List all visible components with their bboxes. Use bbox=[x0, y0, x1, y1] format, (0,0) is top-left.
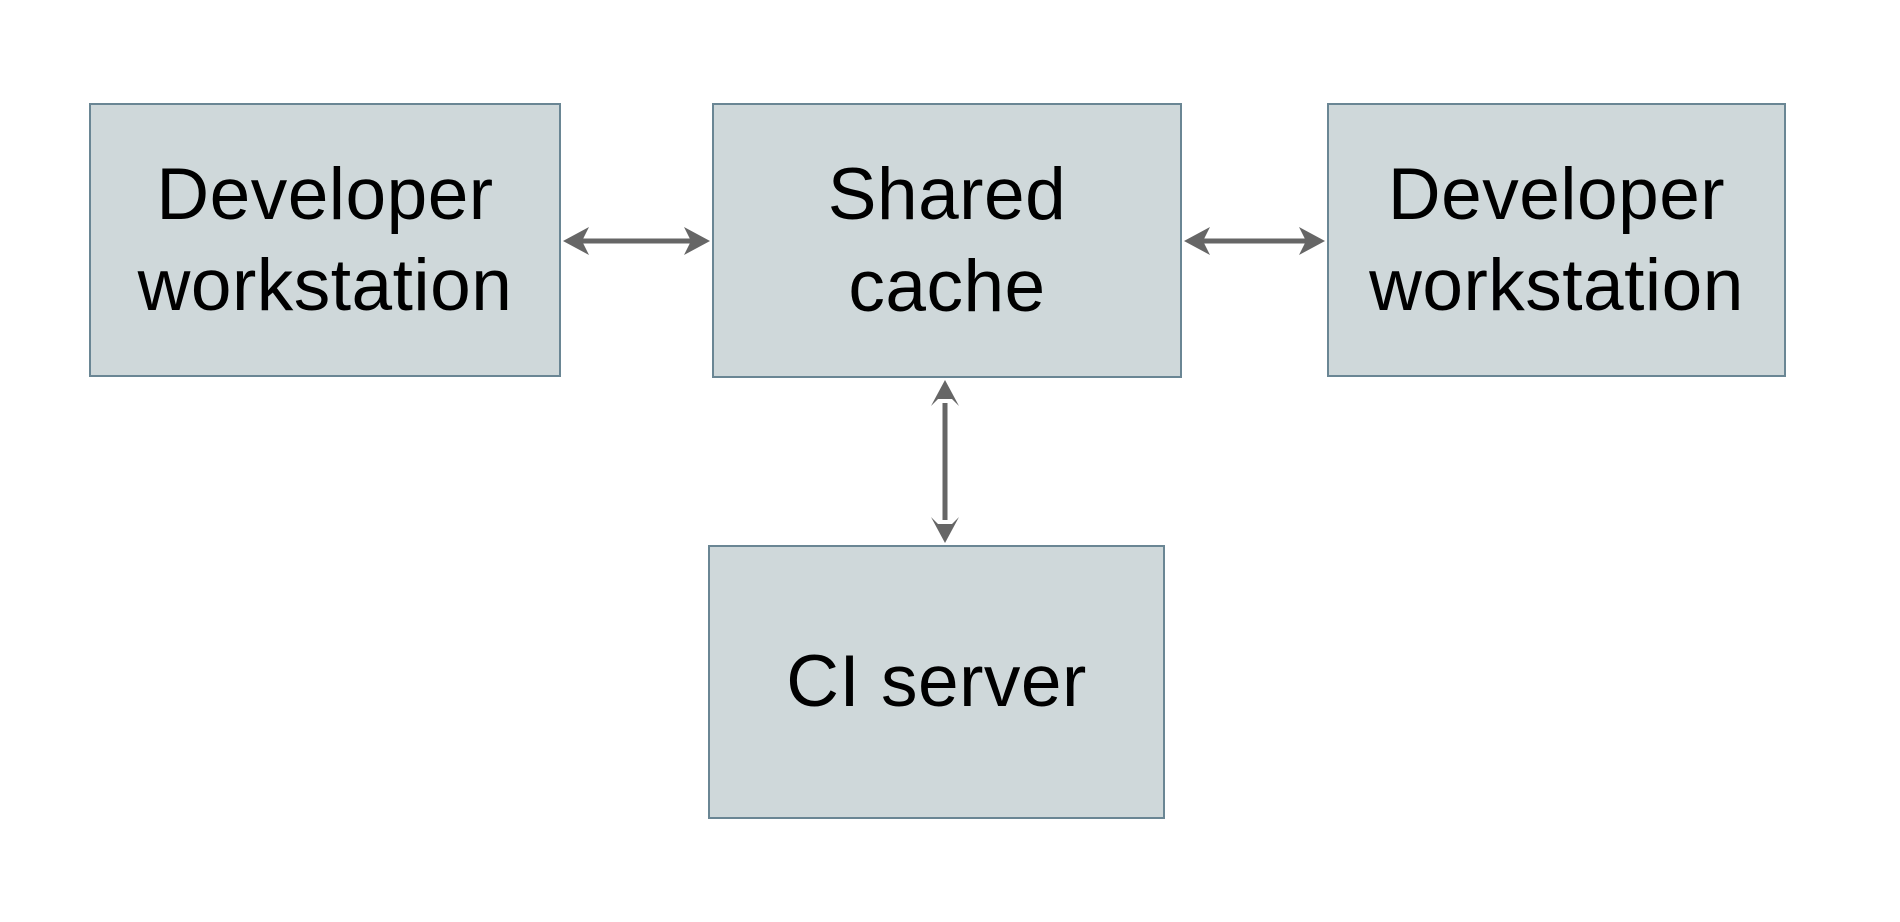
node-developer-workstation-left: Developer workstation bbox=[89, 103, 561, 377]
node-label-line: Developer bbox=[156, 153, 494, 235]
node-developer-workstation-right: Developer workstation bbox=[1327, 103, 1786, 377]
node-ci-server: CI server bbox=[708, 545, 1165, 819]
arrowhead-left-icon bbox=[563, 227, 589, 255]
node-label-line: workstation bbox=[1369, 245, 1744, 326]
node-label-line: CI server bbox=[786, 641, 1087, 723]
node-label-line: Shared bbox=[827, 154, 1067, 236]
arrowhead-down-icon bbox=[931, 517, 959, 543]
node-label-line: Developer bbox=[1387, 153, 1726, 235]
arrowhead-right-icon bbox=[1299, 227, 1325, 255]
bidirectional-arrow-cache-right bbox=[1184, 227, 1325, 255]
node-label-line: cache bbox=[848, 245, 1046, 327]
node-label-line: workstation bbox=[137, 245, 513, 326]
bidirectional-arrow-cache-ci bbox=[931, 380, 959, 543]
node-shared-cache: Shared cache bbox=[712, 103, 1182, 378]
bidirectional-arrow-left-cache bbox=[563, 227, 710, 255]
arrowhead-up-icon bbox=[931, 380, 959, 406]
arrowhead-left-icon bbox=[1184, 227, 1210, 255]
arrowhead-right-icon bbox=[684, 227, 710, 255]
